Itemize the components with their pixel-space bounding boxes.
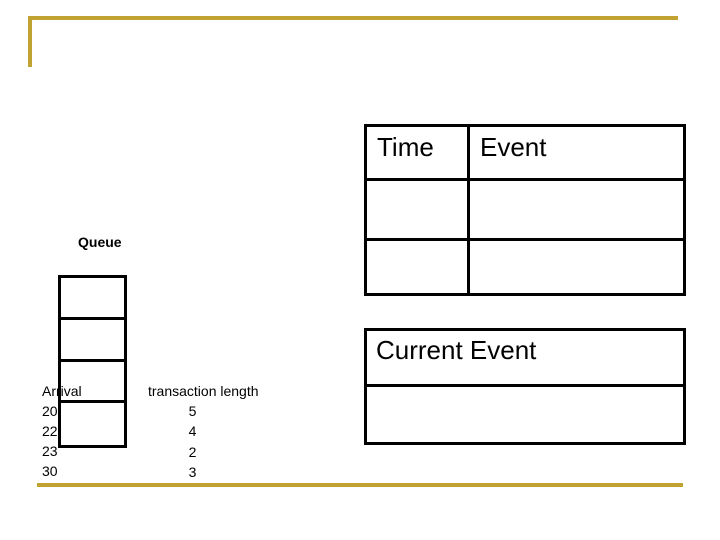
queue-slot xyxy=(61,278,124,320)
transaction-length-value: 4 xyxy=(188,423,197,439)
event-list-table: Time Event xyxy=(364,124,686,296)
arrival-column-header: Arrival xyxy=(42,383,82,399)
queue-slot xyxy=(61,403,124,445)
event-table-cell-empty xyxy=(470,241,683,293)
queue-slot xyxy=(61,320,124,362)
arrival-value: 22 xyxy=(42,423,58,439)
transaction-length-column-header: transaction length xyxy=(148,383,259,399)
arrival-value: 20 xyxy=(42,403,58,419)
event-table-header-event: Event xyxy=(470,127,683,181)
arrival-value: 30 xyxy=(42,463,58,479)
transaction-length-value: 2 xyxy=(188,444,197,460)
event-table-header-time: Time xyxy=(367,127,470,181)
queue-label: Queue xyxy=(78,234,122,250)
top-accent-line xyxy=(28,16,678,20)
current-event-table: Current Event xyxy=(364,328,686,445)
event-table-cell-empty xyxy=(367,181,470,241)
event-table-cell-empty xyxy=(470,181,683,241)
transaction-length-value: 5 xyxy=(188,403,197,419)
arrival-value: 23 xyxy=(42,443,58,459)
queue-box xyxy=(58,275,127,448)
current-event-cell-empty xyxy=(367,387,683,442)
event-table-cell-empty xyxy=(367,241,470,293)
transaction-length-value: 3 xyxy=(188,464,197,480)
top-left-corner-accent-line xyxy=(28,16,32,67)
current-event-title: Current Event xyxy=(367,331,683,387)
queue-slot xyxy=(61,362,124,404)
bottom-accent-line xyxy=(37,483,683,487)
